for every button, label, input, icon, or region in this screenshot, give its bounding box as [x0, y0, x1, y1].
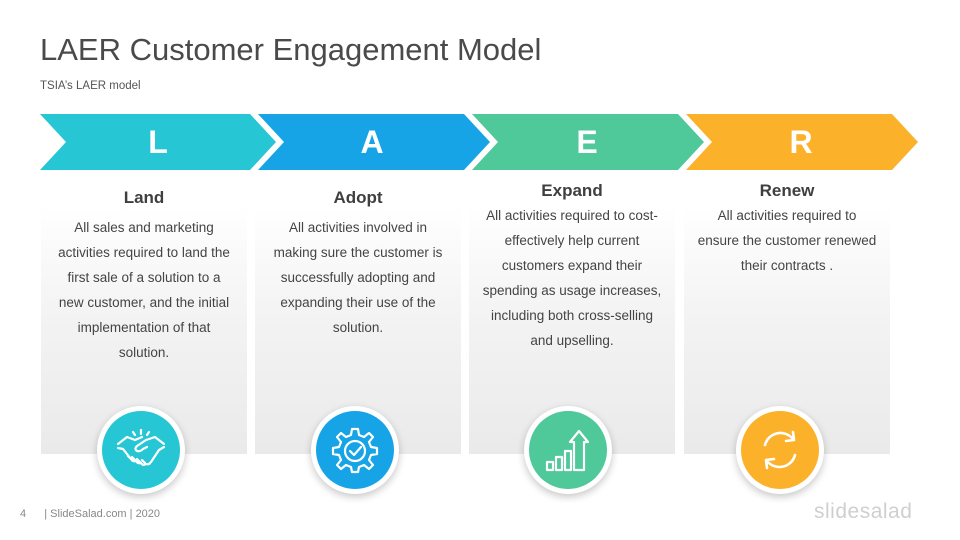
description-line: solution.	[332, 320, 384, 335]
page-number: 4	[20, 508, 27, 520]
description-line: solution.	[118, 345, 170, 360]
renew-icon-badge	[736, 406, 824, 494]
growth-chart-icon	[545, 429, 590, 472]
stage-title-renew: Renew	[759, 181, 815, 200]
stage-description-adopt: All activities involved in making sure t…	[260, 215, 456, 340]
stage-description-renew: All activities required to ensure the cu…	[689, 203, 885, 278]
description-line: new customer, and the initial	[58, 295, 230, 310]
description-line: first sale of a solution to a	[67, 270, 221, 285]
description-line: effectively help current	[504, 233, 640, 248]
description-line: and upselling.	[530, 333, 614, 348]
expand-icon-badge	[524, 406, 612, 494]
description-line: activities required to land the	[58, 245, 230, 260]
chevron-adopt	[258, 114, 490, 170]
renew-cycle-icon	[763, 430, 797, 470]
footer-text: | SlideSalad.com | 2020	[44, 508, 161, 520]
description-line: successfully adopting and	[280, 270, 436, 285]
description-line: expanding their use of the	[280, 295, 436, 310]
description-line: All activities required to	[717, 208, 857, 223]
description-line: spending as usage increases,	[482, 283, 662, 298]
description-line: implementation of that	[77, 320, 211, 335]
slide-title: LAER Customer Engagement Model	[40, 32, 542, 67]
slide-footer: 4 | SlideSalad.com | 2020	[20, 508, 160, 520]
letter-l: L	[148, 124, 168, 160]
stage-title-land: Land	[123, 188, 165, 207]
adopt-icon-badge	[311, 406, 399, 494]
letter-r: R	[789, 124, 813, 160]
land-icon-badge	[97, 406, 185, 494]
gear-check-icon	[331, 427, 379, 474]
stage-title-expand: Expand	[541, 181, 603, 200]
handshake-icon	[116, 428, 166, 466]
brand-logo: slidesalad	[814, 500, 913, 523]
chevron-renew	[686, 114, 918, 170]
stage-description-expand: All activities required to cost- effecti…	[474, 203, 670, 353]
slide-subtitle: TSIA’s LAER model	[40, 80, 141, 92]
description-line: making sure the customer is	[273, 245, 443, 260]
letter-a: A	[360, 124, 384, 160]
description-line: including both cross-selling	[490, 308, 654, 323]
stage-description-land: All sales and marketing activities requi…	[46, 215, 242, 365]
description-line: All activities involved in	[288, 220, 428, 235]
stage-title-adopt: Adopt	[333, 188, 383, 207]
chevron-land	[40, 114, 276, 170]
chevron-expand	[472, 114, 704, 170]
description-line: customers expand their	[501, 258, 643, 273]
description-line: ensure the customer renewed	[697, 233, 877, 248]
description-line: All activities required to cost-	[486, 208, 658, 223]
letter-e: E	[576, 124, 598, 160]
description-line: All sales and marketing	[74, 220, 214, 235]
description-line: their contracts .	[740, 258, 834, 273]
